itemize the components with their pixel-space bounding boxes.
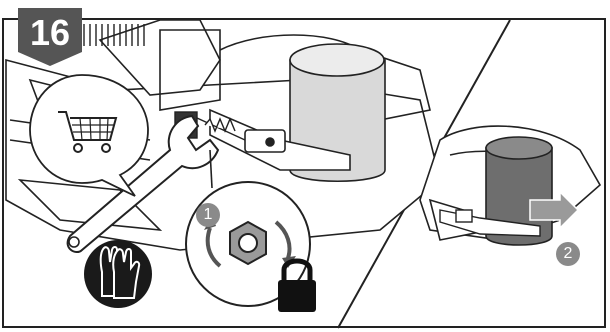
callout-number-2: 2 (556, 242, 580, 266)
step-number: 16 (18, 13, 82, 53)
callout-number-1: 1 (196, 203, 220, 227)
step-badge: 16 (18, 8, 82, 66)
gloves-icon (84, 240, 152, 308)
